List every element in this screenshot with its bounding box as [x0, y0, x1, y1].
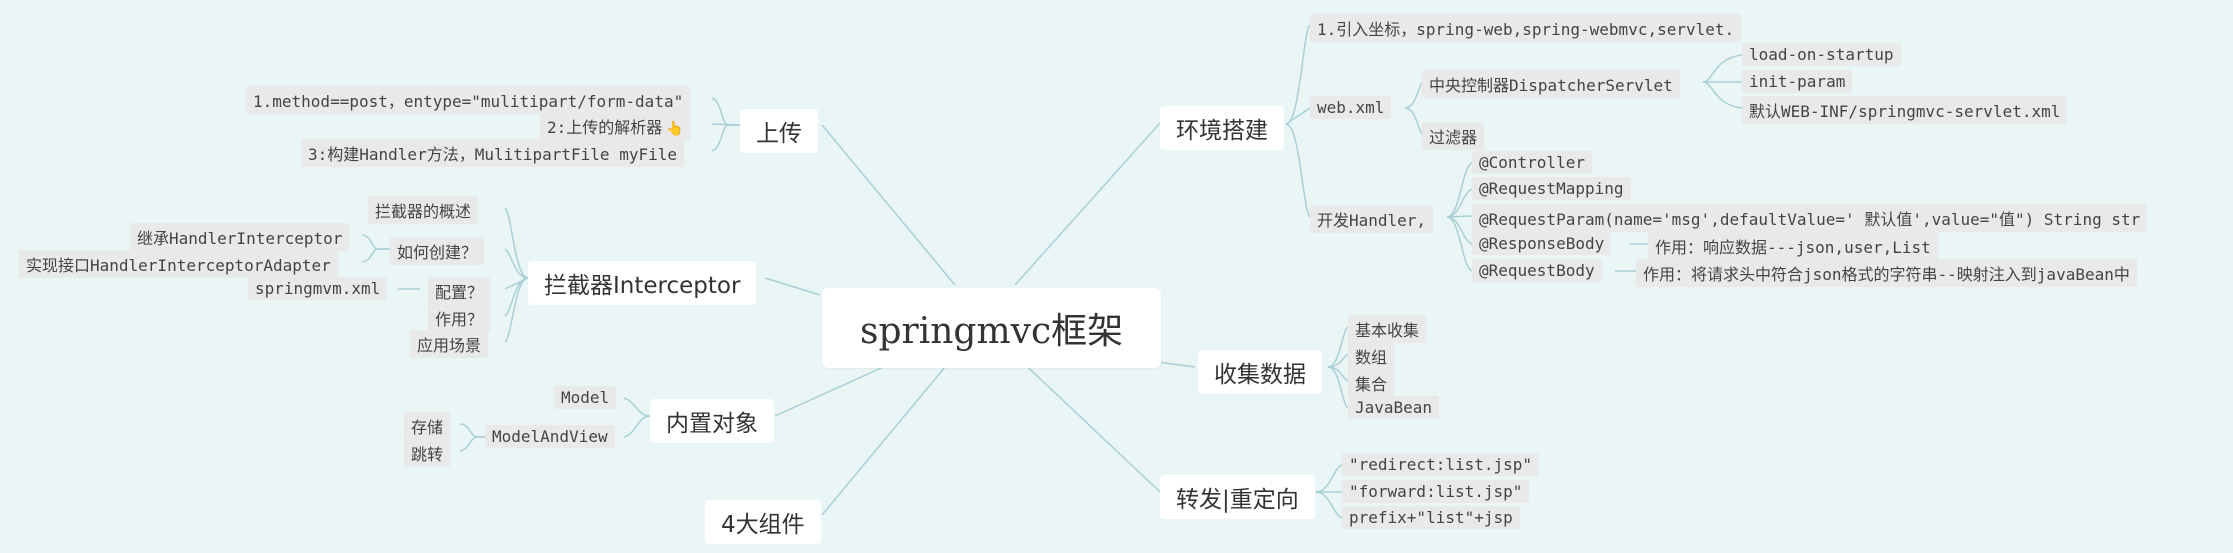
topic-interceptor[interactable]: 拦截器Interceptor	[528, 261, 757, 305]
env-filter[interactable]: 过滤器	[1422, 122, 1485, 150]
env-response-body-note[interactable]: 作用：响应数据---json,user,List	[1648, 232, 1938, 260]
env-load-on-startup[interactable]: load-on-startup	[1742, 43, 1901, 66]
hand-pointer-icon: 👆	[666, 121, 684, 137]
builtin-model-and-view[interactable]: ModelAndView	[485, 425, 615, 448]
upload-item-method[interactable]: 1.method==post，entype="mulitipart/form-d…	[246, 86, 691, 114]
connector-root-interceptor	[764, 277, 821, 296]
connector-root-env	[1014, 122, 1161, 286]
collect-javabean[interactable]: JavaBean	[1348, 396, 1440, 419]
collect-collection[interactable]: 集合	[1348, 369, 1395, 397]
collect-basic[interactable]: 基本收集	[1348, 315, 1427, 343]
interceptor-how-create[interactable]: 如何创建？	[390, 237, 485, 265]
builtin-jump[interactable]: 跳转	[404, 439, 451, 467]
topic-four-components[interactable]: 4大组件	[705, 500, 821, 544]
upload-item-resolver-label: 2:上传的解析器	[547, 118, 663, 137]
redirect-item-forward[interactable]: "forward:list.jsp"	[1342, 480, 1530, 503]
connector-root-components	[821, 354, 956, 516]
connector-root-redirect	[1014, 354, 1161, 493]
env-init-param[interactable]: init-param	[1742, 70, 1853, 93]
interceptor-config[interactable]: 配置？	[428, 277, 491, 305]
interceptor-implement[interactable]: 实现接口HandlerInterceptorAdapter	[19, 250, 338, 278]
connector-root-upload	[821, 124, 956, 286]
env-request-mapping[interactable]: @RequestMapping	[1472, 177, 1631, 200]
topic-collect-data[interactable]: 收集数据	[1198, 350, 1322, 394]
root-topic[interactable]: springmvc框架	[822, 288, 1162, 368]
upload-item-handler[interactable]: 3:构建Handler方法，MulitipartFile myFile	[301, 139, 684, 167]
env-request-body[interactable]: @RequestBody	[1472, 259, 1602, 282]
builtin-model[interactable]: Model	[554, 386, 617, 409]
env-request-param[interactable]: @RequestParam(name='msg',defaultValue=' …	[1472, 204, 2148, 232]
interceptor-inherit[interactable]: 继承HandlerInterceptor	[130, 223, 350, 251]
env-response-body[interactable]: @ResponseBody	[1472, 232, 1612, 255]
env-develop-handler[interactable]: 开发Handler,	[1310, 205, 1434, 233]
interceptor-scenario[interactable]: 应用场景	[410, 330, 489, 358]
interceptor-purpose[interactable]: 作用？	[428, 304, 491, 332]
topic-builtin-objects[interactable]: 内置对象	[650, 399, 774, 443]
interceptor-config-file[interactable]: springmvm.xml	[248, 277, 388, 300]
topic-forward-redirect[interactable]: 转发|重定向	[1160, 475, 1315, 519]
topic-upload[interactable]: 上传	[740, 109, 818, 153]
env-import-deps[interactable]: 1.引入坐标，spring-web,spring-webmvc,servlet.	[1310, 14, 1742, 42]
topic-environment-setup[interactable]: 环境搭建	[1160, 106, 1284, 150]
env-dispatcher-servlet[interactable]: 中央控制器DispatcherServlet	[1422, 70, 1680, 98]
env-web-xml[interactable]: web.xml	[1310, 96, 1392, 119]
builtin-store[interactable]: 存储	[404, 412, 451, 440]
collect-array[interactable]: 数组	[1348, 342, 1395, 370]
env-controller-annotation[interactable]: @Controller	[1472, 151, 1592, 174]
redirect-item-prefix[interactable]: prefix+"list"+jsp	[1342, 506, 1520, 529]
env-request-body-note[interactable]: 作用：将请求头中符合json格式的字符串--映射注入到javaBean中	[1636, 259, 2137, 287]
redirect-item-redirect[interactable]: "redirect:list.jsp"	[1342, 453, 1540, 476]
interceptor-overview[interactable]: 拦截器的概述	[368, 196, 479, 224]
upload-item-resolver[interactable]: 2:上传的解析器👆	[540, 112, 691, 140]
env-default-config[interactable]: 默认WEB-INF/springmvc-servlet.xml	[1742, 96, 2068, 124]
